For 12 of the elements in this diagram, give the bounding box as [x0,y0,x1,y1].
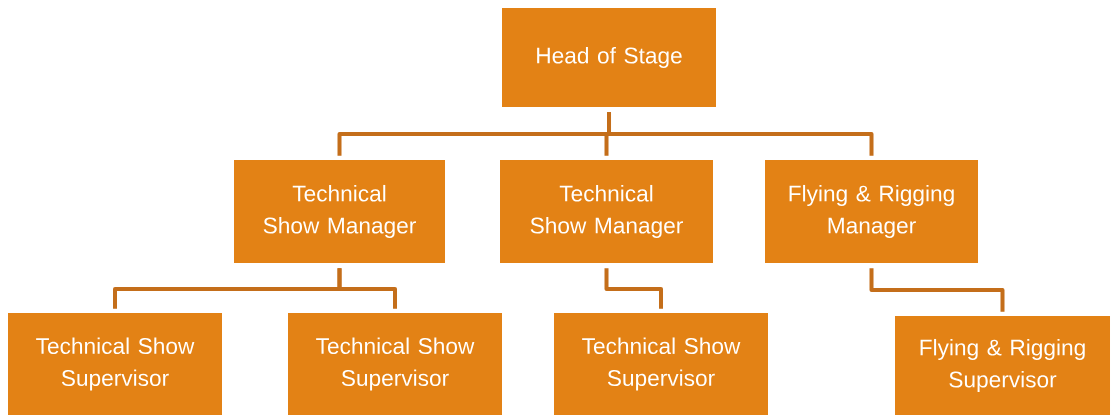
org-box: Technical Show Manager [500,160,713,263]
org-box: Head of Stage [502,8,716,107]
org-box: Technical Show Supervisor [8,313,222,415]
connector-line [869,268,1005,312]
org-box: Technical Show Supervisor [288,313,502,415]
org-box: Flying & Rigging Supervisor [895,316,1110,415]
connector-line [607,112,874,156]
connector-line [604,268,663,309]
org-box: Technical Show Manager [234,160,445,263]
org-box: Technical Show Supervisor [554,313,768,415]
connector-line [337,268,397,309]
org-box: Flying & Rigging Manager [765,160,978,263]
